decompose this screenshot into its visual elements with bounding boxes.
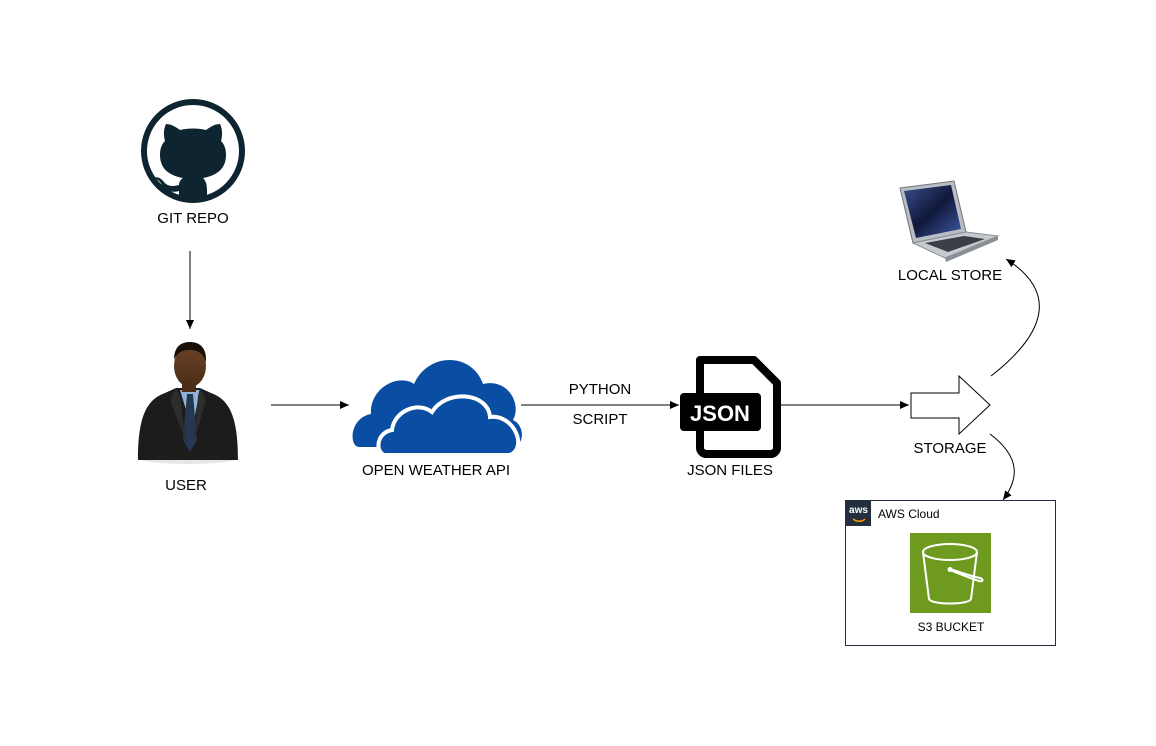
- edge-storage-to-local: [990, 258, 1040, 377]
- api-label: OPEN WEATHER API: [361, 462, 511, 479]
- s3-bucket-label: S3 BUCKET: [917, 620, 985, 634]
- local-store-label: LOCAL STORE: [897, 267, 1003, 284]
- cloud-icon: [352, 360, 522, 457]
- aws-cloud-group: aws AWS Cloud S3 BUCKET: [845, 500, 1056, 646]
- json-file-icon: JSON: [680, 356, 781, 458]
- aws-logo-icon: aws: [846, 501, 871, 526]
- git-repo-label: GIT REPO: [157, 210, 229, 227]
- businessman-icon: [138, 342, 238, 464]
- aws-smile: [852, 518, 866, 522]
- script-label-line1: PYTHON: [568, 381, 632, 398]
- user-label: USER: [165, 477, 207, 494]
- storage-label: STORAGE: [913, 440, 987, 457]
- edge-storage-to-aws: [989, 433, 1015, 501]
- laptop-icon: [899, 180, 1000, 262]
- bucket-glyph: [922, 543, 984, 605]
- github-icon: [141, 99, 245, 203]
- s3-bucket-icon: [910, 533, 991, 613]
- aws-cloud-title: AWS Cloud: [878, 507, 940, 521]
- json-icon-text: JSON: [690, 401, 750, 426]
- aws-logo-text: aws: [849, 505, 868, 516]
- json-files-label: JSON FILES: [687, 462, 773, 479]
- block-arrow-icon: [910, 374, 991, 436]
- script-label-line2: SCRIPT: [572, 411, 628, 428]
